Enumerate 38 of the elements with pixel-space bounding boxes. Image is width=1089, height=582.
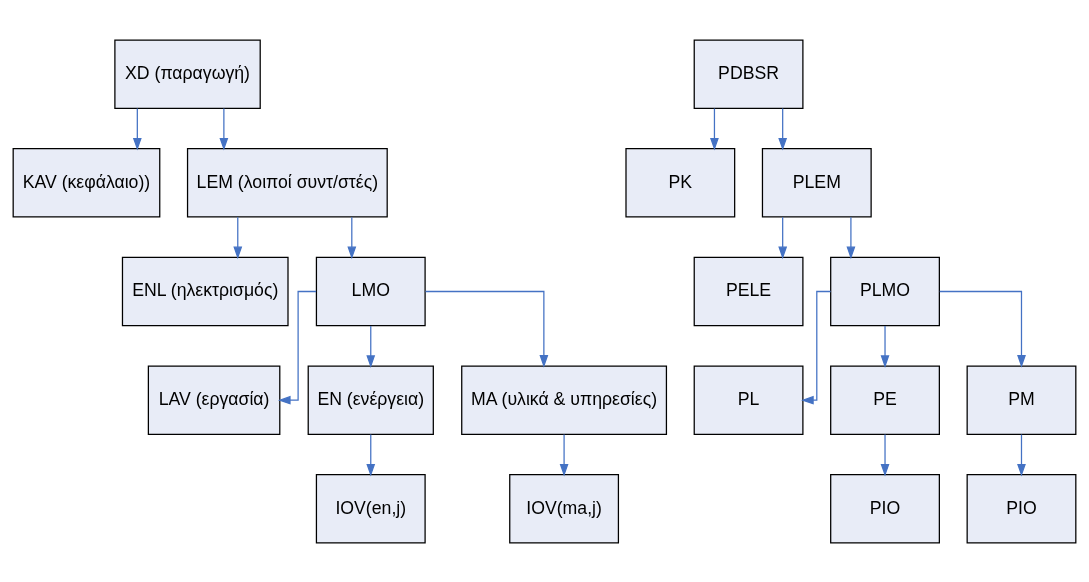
node-box: PIO: [966, 473, 1077, 544]
arrow: [880, 433, 890, 477]
arrow: [366, 324, 376, 368]
arrow: [424, 290, 549, 368]
node-box: EN (ενέργεια): [307, 364, 434, 435]
node-box: IOV(en,j): [315, 473, 426, 544]
node-box: XD (παραγωγή): [114, 38, 261, 109]
node-box: PLMO: [830, 256, 940, 326]
node-box: PL: [693, 364, 804, 435]
arrow: [1017, 433, 1026, 477]
arrow: [939, 290, 1026, 368]
node-box: KAV (κεφάλαιο)): [12, 147, 161, 218]
node-box: LEM (λοιποί συντ/στές): [186, 147, 388, 218]
node-box: ENL (ηλεκτρισμός): [121, 256, 289, 326]
arrow: [233, 216, 243, 259]
arrow: [366, 433, 376, 477]
arrow: [778, 107, 788, 151]
node-box: MA (υλικά & υπηρεσίες): [461, 364, 668, 435]
arrow: [132, 107, 142, 151]
arrow: [277, 290, 317, 405]
node-box: PE: [830, 364, 940, 435]
arrow: [347, 216, 357, 259]
arrow: [778, 216, 788, 259]
arrow: [801, 290, 832, 405]
node-box: LAV (εργασία): [147, 364, 281, 435]
node-box: PIO: [830, 473, 940, 544]
node-box: PM: [966, 364, 1077, 435]
node-box: PELE: [693, 256, 804, 326]
arrow: [559, 433, 569, 477]
arrow: [710, 107, 719, 151]
node-box: PLEM: [761, 147, 872, 218]
node-box: IOV(ma,j): [509, 473, 620, 544]
arrow: [880, 324, 890, 368]
arrow: [219, 107, 229, 151]
node-box: PDBSR: [693, 38, 804, 109]
node-box: PK: [625, 147, 736, 218]
arrow: [846, 216, 856, 259]
node-box: LMO: [315, 256, 426, 326]
